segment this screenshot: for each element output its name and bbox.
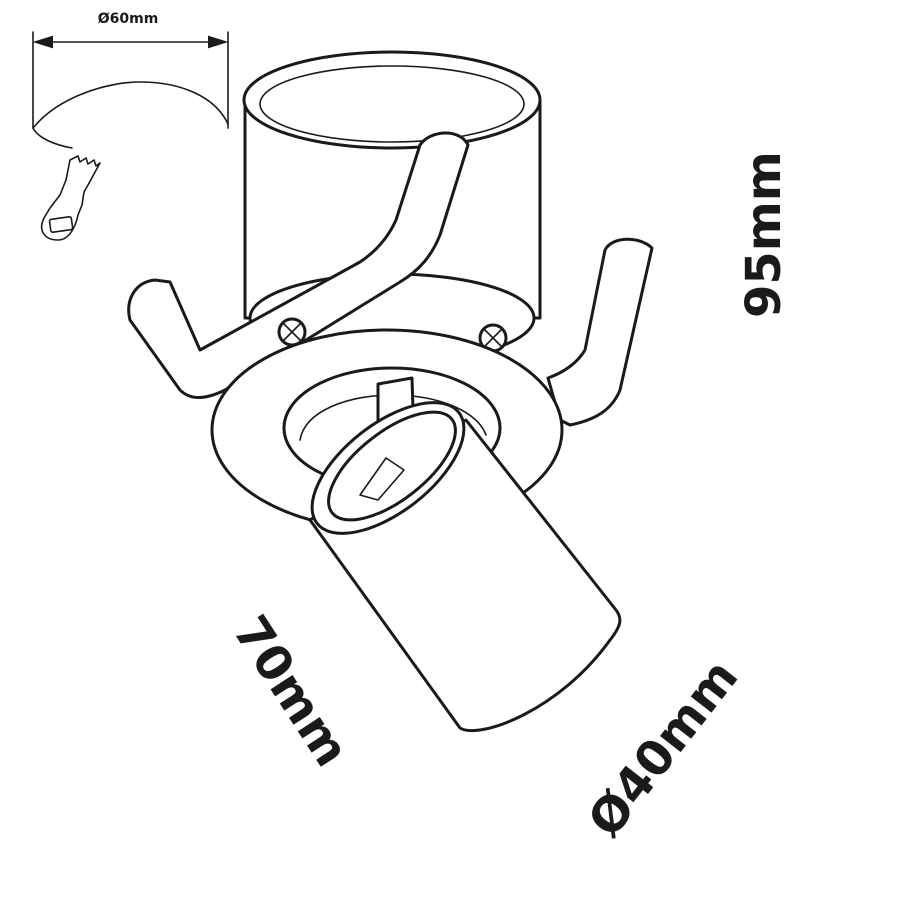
screw-right-icon (478, 323, 508, 353)
housing-top-inner (259, 65, 525, 143)
hole-saw-icon (40, 155, 101, 241)
cutout-inset: Ø60mm (32, 11, 229, 241)
screw-left-icon (277, 317, 307, 347)
housing-top-rim (242, 50, 542, 150)
spring-clip-right-body (546, 237, 654, 427)
spot-diameter-dimension-label: Ø40mm (577, 649, 749, 847)
spot-tube (308, 401, 622, 733)
saw-handle-slot (48, 215, 74, 234)
cutout-hole-lip (32, 127, 73, 149)
saw-blade-shape (40, 155, 101, 241)
spot-tube-face-inner (327, 410, 457, 522)
spring-clip-right (546, 237, 654, 427)
cutout-arrow-right (208, 35, 229, 49)
height-dimension-label: 95mm (736, 151, 792, 318)
cutout-diameter-label: Ø60mm (98, 11, 159, 27)
spot-tube-pivot (359, 457, 405, 501)
spot-length-dimension-label: 70mm (222, 606, 360, 776)
cutout-hole-edge (32, 81, 229, 129)
cutout-arrow-left (32, 35, 53, 49)
